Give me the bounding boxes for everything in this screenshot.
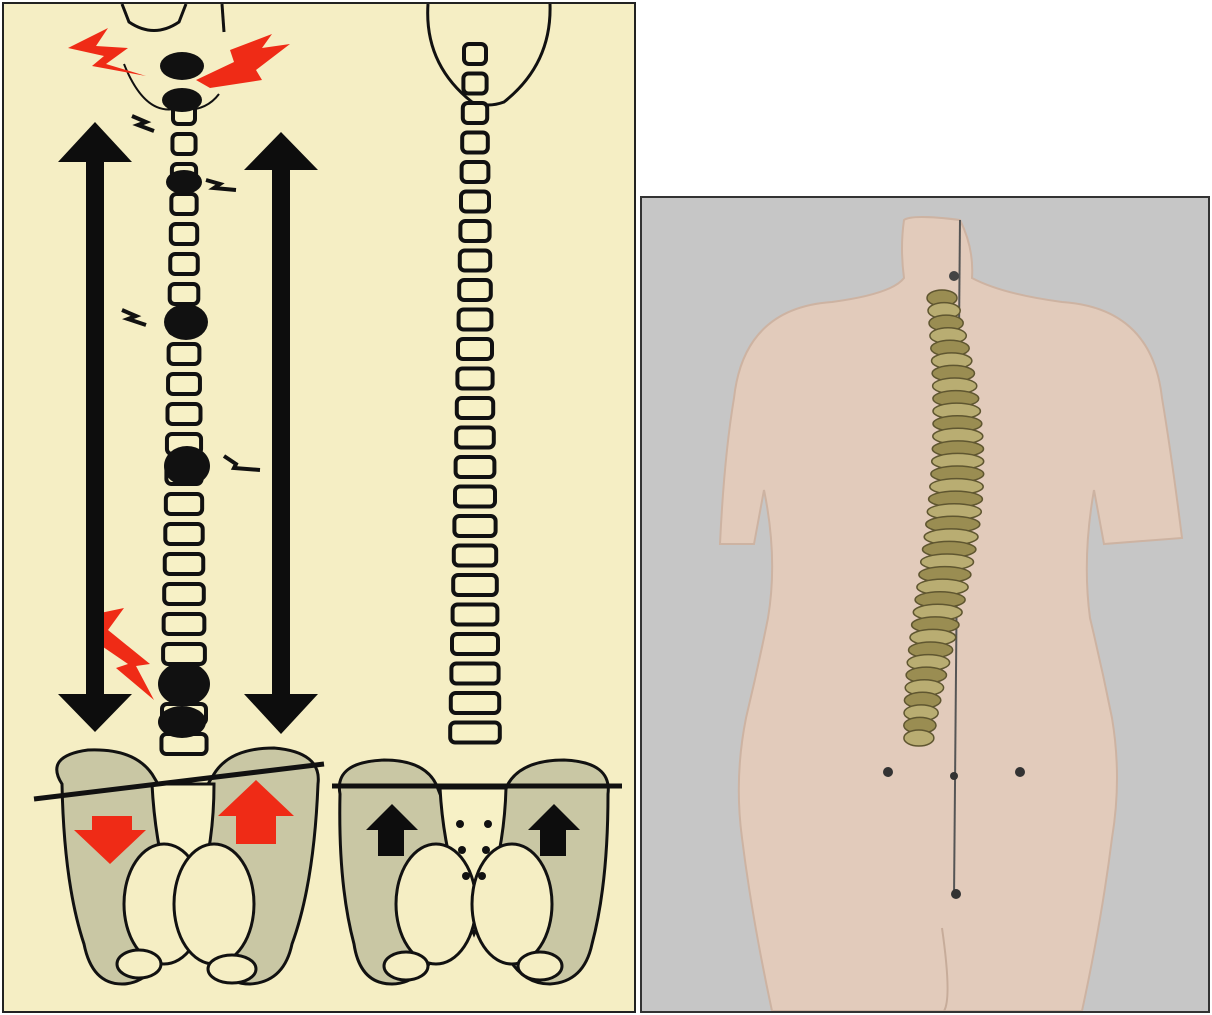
- aligned-spine: [332, 4, 622, 984]
- double-headed-arrow-icon: [244, 132, 318, 734]
- subluxated-vertebra-c2: [162, 88, 202, 112]
- landmark-sacrum: [950, 772, 958, 780]
- vertebra: [168, 374, 200, 394]
- vertebra: [170, 254, 198, 274]
- vertebra: [166, 494, 202, 514]
- vertebra: [460, 251, 490, 271]
- pain-mark-icon: [224, 456, 260, 470]
- spine-segment: [904, 730, 934, 746]
- landmark-right-dimple: [1015, 767, 1025, 777]
- vertebra: [169, 344, 200, 364]
- vertebra: [163, 644, 205, 664]
- subluxated-vertebra-t6: [164, 304, 208, 340]
- vertebra: [455, 487, 495, 507]
- pain-mark-icon: [132, 116, 154, 131]
- vertebra: [453, 605, 498, 625]
- vertebra: [164, 584, 204, 604]
- vertebra: [456, 457, 495, 477]
- vertebra: [170, 284, 199, 304]
- vertebra: [458, 339, 492, 359]
- vertebra: [462, 162, 489, 182]
- spine-illustration: [4, 4, 634, 1011]
- vertebra: [453, 575, 497, 595]
- vertebra: [462, 133, 488, 153]
- vertebra: [451, 693, 499, 713]
- vertebra: [461, 192, 489, 212]
- level-pelvis: [339, 760, 608, 984]
- landmark-coccyx: [951, 889, 961, 899]
- spine-comparison-panel: [2, 2, 636, 1013]
- pain-lightning-icon: [196, 34, 290, 88]
- pain-lightning-icon: [68, 28, 146, 76]
- vertebra: [171, 224, 197, 244]
- pain-mark-icon: [122, 310, 146, 325]
- skull-base: [428, 4, 550, 105]
- subluxated-vertebra-t11: [164, 446, 210, 486]
- pain-mark-icon: [206, 180, 236, 190]
- skull-base: [122, 4, 186, 31]
- vertebra: [457, 398, 493, 418]
- torso-illustration: [642, 198, 1208, 1011]
- vertebra: [454, 546, 496, 566]
- subluxated-vertebra-c1: [160, 52, 204, 80]
- landmark-c7: [949, 271, 959, 281]
- vertebra: [164, 614, 205, 634]
- vertebra: [450, 723, 500, 743]
- torso-spine-panel: [640, 196, 1210, 1013]
- vertebra: [454, 516, 495, 536]
- vertebra: [172, 134, 195, 154]
- subluxated-vertebra-l5: [158, 706, 206, 738]
- vertebra: [460, 221, 489, 241]
- jaw-line: [222, 4, 224, 32]
- vertebra: [456, 428, 494, 448]
- vertebra: [171, 194, 196, 214]
- vertebra: [459, 310, 492, 330]
- vertebra: [165, 554, 204, 574]
- vertebra: [168, 404, 201, 424]
- vertebra: [463, 74, 486, 94]
- tilted-pelvis: [57, 748, 319, 984]
- subluxated-vertebra-l4: [158, 662, 210, 706]
- vertebra: [459, 280, 491, 300]
- vertebra: [464, 44, 486, 64]
- vertebra: [451, 664, 498, 684]
- landmark-left-dimple: [883, 767, 893, 777]
- subluxated-vertebra-t1: [166, 170, 202, 194]
- misaligned-spine: [34, 4, 324, 984]
- vertebra: [457, 369, 492, 389]
- vertebra: [463, 103, 487, 123]
- vertebra: [165, 524, 202, 544]
- vertebra: [452, 634, 498, 654]
- misaligned-vertebrae: [161, 104, 206, 754]
- aligned-vertebrae: [450, 44, 500, 743]
